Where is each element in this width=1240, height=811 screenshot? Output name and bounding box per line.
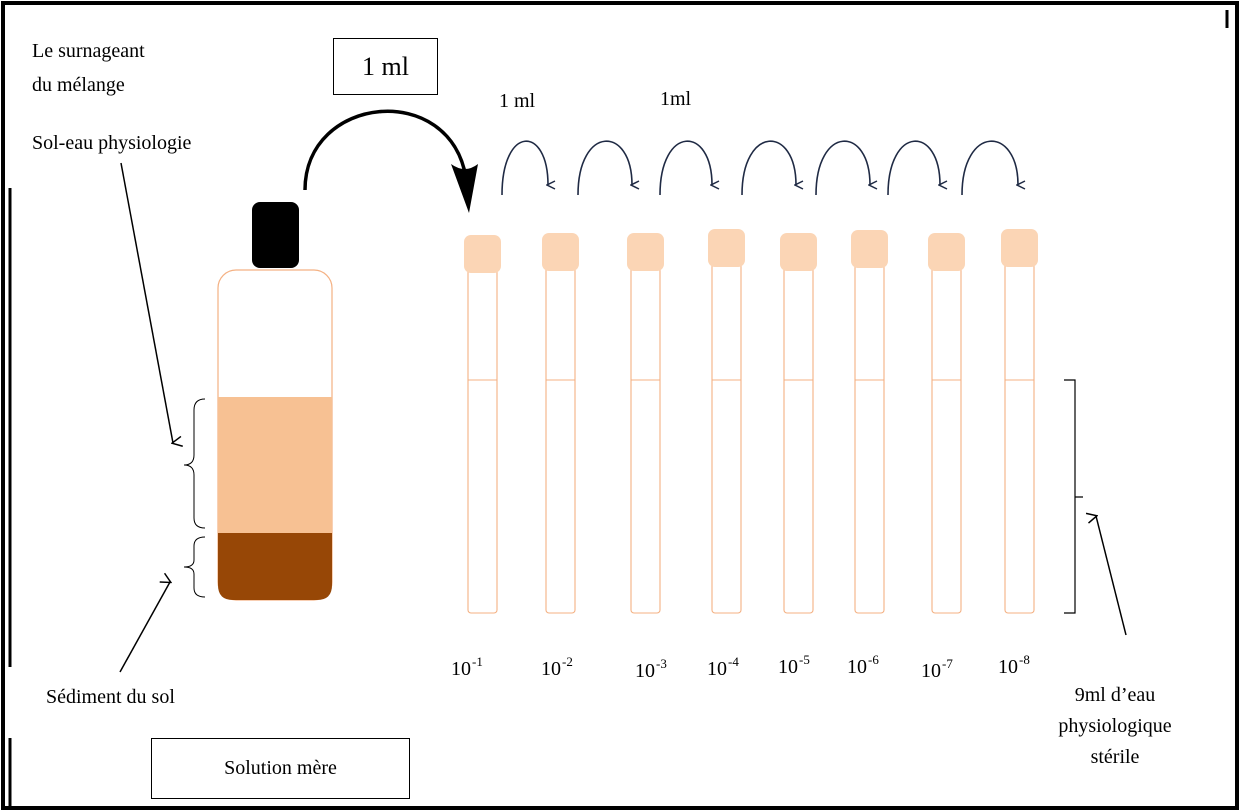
transfer-arc (577, 140, 632, 196)
arrow-diluent (1096, 516, 1127, 636)
dilution-base: 10 (998, 656, 1018, 678)
transfer-arc (741, 140, 796, 196)
transfer-volume-box: 1 ml (333, 38, 438, 95)
dilution-tubes (464, 229, 1038, 614)
tube-body (711, 259, 742, 614)
dilution-exponent: -7 (942, 656, 953, 671)
transfer-label-2: 1ml (660, 88, 692, 110)
dilution-exponent: -6 (868, 652, 879, 667)
tube-cap (542, 233, 579, 271)
tube-cap (627, 233, 664, 271)
dilution-base: 10 (451, 658, 471, 680)
dilution-exponent: -1 (472, 654, 483, 669)
tube-cap (928, 233, 965, 271)
arrow-mixture (120, 162, 173, 443)
dilution-base: 10 (921, 660, 941, 682)
transfer-arc (887, 140, 940, 196)
dilution-exponent: -3 (656, 656, 667, 671)
tube-cap (780, 233, 817, 271)
bottle-sediment (218, 533, 332, 600)
dilution-exponent: -8 (1019, 652, 1030, 667)
big-transfer-arrow (303, 109, 468, 191)
mother-solution-box: Solution mère (151, 738, 410, 799)
tube-cap (464, 235, 501, 273)
mixture-label: Sol-eau physiologie (32, 132, 192, 154)
tube-body (783, 259, 814, 614)
supernatant-label-line1: Le surnageant (32, 40, 145, 62)
diluent-bracket (1064, 379, 1083, 614)
dilution-label: 10-3 (635, 656, 667, 683)
dilution-label: 10-8 (998, 652, 1030, 679)
dilution-base: 10 (635, 660, 655, 682)
tube-cap (1001, 229, 1038, 267)
sediment-label: Sédiment du sol (46, 686, 175, 708)
supernatant-label-line2: du mélange (32, 74, 125, 96)
bottle-cap (252, 202, 299, 268)
dilution-label: 10-5 (778, 652, 810, 679)
tube-body (1004, 259, 1035, 614)
dilution-base: 10 (778, 656, 798, 678)
transfer-arc (501, 140, 548, 196)
dilution-label: 10-4 (707, 654, 739, 681)
dilution-label: 10-7 (921, 656, 953, 683)
dilution-label: 10-2 (541, 654, 573, 681)
mother-solution-text: Solution mère (224, 757, 337, 779)
tube-body (467, 259, 498, 614)
dilution-base: 10 (847, 656, 867, 678)
brace-supernatant (183, 398, 206, 529)
tube-body (854, 259, 885, 614)
transfer-volume-text: 1 ml (362, 51, 409, 81)
dilution-label: 10-6 (847, 652, 879, 679)
transfer-arc (961, 140, 1018, 196)
dilution-exponent: -5 (799, 652, 810, 667)
dilution-exponent: -2 (562, 654, 573, 669)
arrow-sediment (119, 582, 170, 673)
transfer-arc (815, 140, 870, 196)
transfer-arc (659, 140, 712, 196)
dilution-base: 10 (541, 658, 561, 680)
diluent-label-line2: physiologique (1058, 715, 1172, 737)
tube-body (630, 259, 661, 614)
dilution-exponent: -4 (728, 654, 739, 669)
diluent-label: 9ml d’eau physiologique stérile (1030, 680, 1200, 773)
transfer-arcs (501, 140, 1018, 196)
big-transfer-arrowhead (451, 164, 478, 213)
dilution-label: 10-1 (451, 654, 483, 681)
dilution-base: 10 (707, 658, 727, 680)
transfer-label-1: 1 ml (499, 90, 536, 112)
tube-cap (708, 229, 745, 267)
tube-body (545, 259, 576, 614)
bottle-supernatant (218, 397, 332, 535)
diluent-label-line3: stérile (1090, 746, 1140, 768)
brace-sediment (183, 536, 206, 598)
tube-body (931, 259, 962, 614)
diluent-label-line1: 9ml d’eau (1074, 684, 1156, 706)
tube-cap (851, 230, 888, 268)
